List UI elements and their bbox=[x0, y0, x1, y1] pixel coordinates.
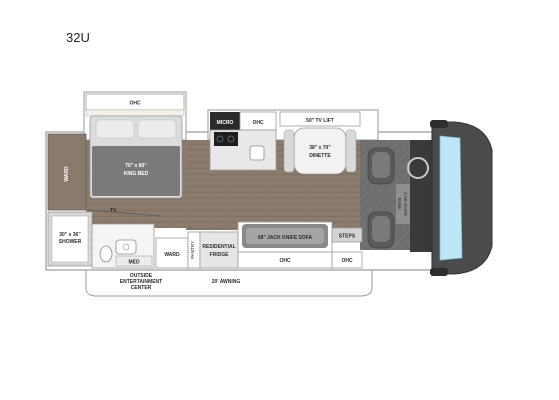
lavatory bbox=[115, 239, 137, 255]
ward-left bbox=[47, 133, 87, 211]
cab-bunk-label-1: CAB OVER bbox=[403, 192, 408, 216]
ohc-front bbox=[331, 251, 363, 269]
dashboard bbox=[410, 140, 432, 252]
mirror-top bbox=[430, 120, 448, 128]
ward-bottom-label: WARD bbox=[164, 252, 180, 258]
bed-size-label: 70" x 80" bbox=[125, 163, 147, 169]
kitchen-counter bbox=[209, 129, 277, 171]
steps-label: STEPS bbox=[339, 234, 356, 240]
residential-fridge bbox=[199, 231, 239, 269]
model-name: 32U bbox=[66, 30, 90, 45]
kitchen-sink bbox=[249, 145, 265, 161]
ohc-front-label: OHC bbox=[341, 258, 353, 264]
shower-label: SHOWER bbox=[59, 239, 82, 245]
entry-steps bbox=[331, 227, 363, 243]
med-cabinet bbox=[115, 255, 153, 267]
ohc-bottom-label: OHC bbox=[279, 258, 291, 264]
dinette-label: DINETTE bbox=[309, 153, 331, 159]
pillow-left bbox=[95, 119, 135, 139]
outside-label-3: CENTER bbox=[131, 285, 152, 291]
dinette bbox=[293, 127, 347, 175]
shower-size-label: 30" x 36" bbox=[59, 232, 81, 238]
ohc-kitchen-label: OHC bbox=[252, 120, 264, 126]
cab-bunk-label-2: BUNK bbox=[397, 198, 402, 212]
toilet bbox=[99, 245, 113, 263]
outside-label-1: OUTSIDE bbox=[130, 273, 153, 279]
pillow-right bbox=[137, 119, 177, 139]
cab-bunk bbox=[396, 184, 410, 224]
ohc-top-label: OHC bbox=[129, 101, 141, 107]
bed-type-label: KING BED bbox=[124, 171, 149, 177]
awning-label: 20' AWNING bbox=[212, 279, 241, 285]
awning-outline bbox=[85, 268, 373, 297]
ward-left-label: WARD bbox=[64, 166, 70, 182]
dinette-size-label: 38" x 70" bbox=[309, 145, 331, 151]
tv-label: TV bbox=[110, 208, 117, 214]
tv-lift-label: 50" TV LIFT bbox=[306, 118, 334, 124]
outside-label-2: ENTERTAINMENT bbox=[120, 279, 162, 285]
micro-label: MICRO bbox=[217, 120, 234, 126]
mirror-bottom bbox=[430, 268, 448, 276]
micro bbox=[210, 112, 240, 130]
med-label: MED bbox=[128, 260, 140, 266]
bed-comforter bbox=[92, 146, 180, 196]
steering-wheel bbox=[407, 157, 429, 179]
fridge-label-2: FRIDGE bbox=[210, 252, 230, 258]
tv-lift bbox=[279, 111, 361, 127]
cooktop bbox=[214, 132, 238, 146]
windshield bbox=[439, 135, 463, 261]
sofa-label: 68" JACK KNIFE SOFA bbox=[258, 235, 313, 241]
pantry-label: PANTRY bbox=[190, 241, 195, 259]
fridge-label-1: RESIDENTIAL bbox=[202, 244, 235, 250]
ward-bottom bbox=[155, 237, 189, 269]
